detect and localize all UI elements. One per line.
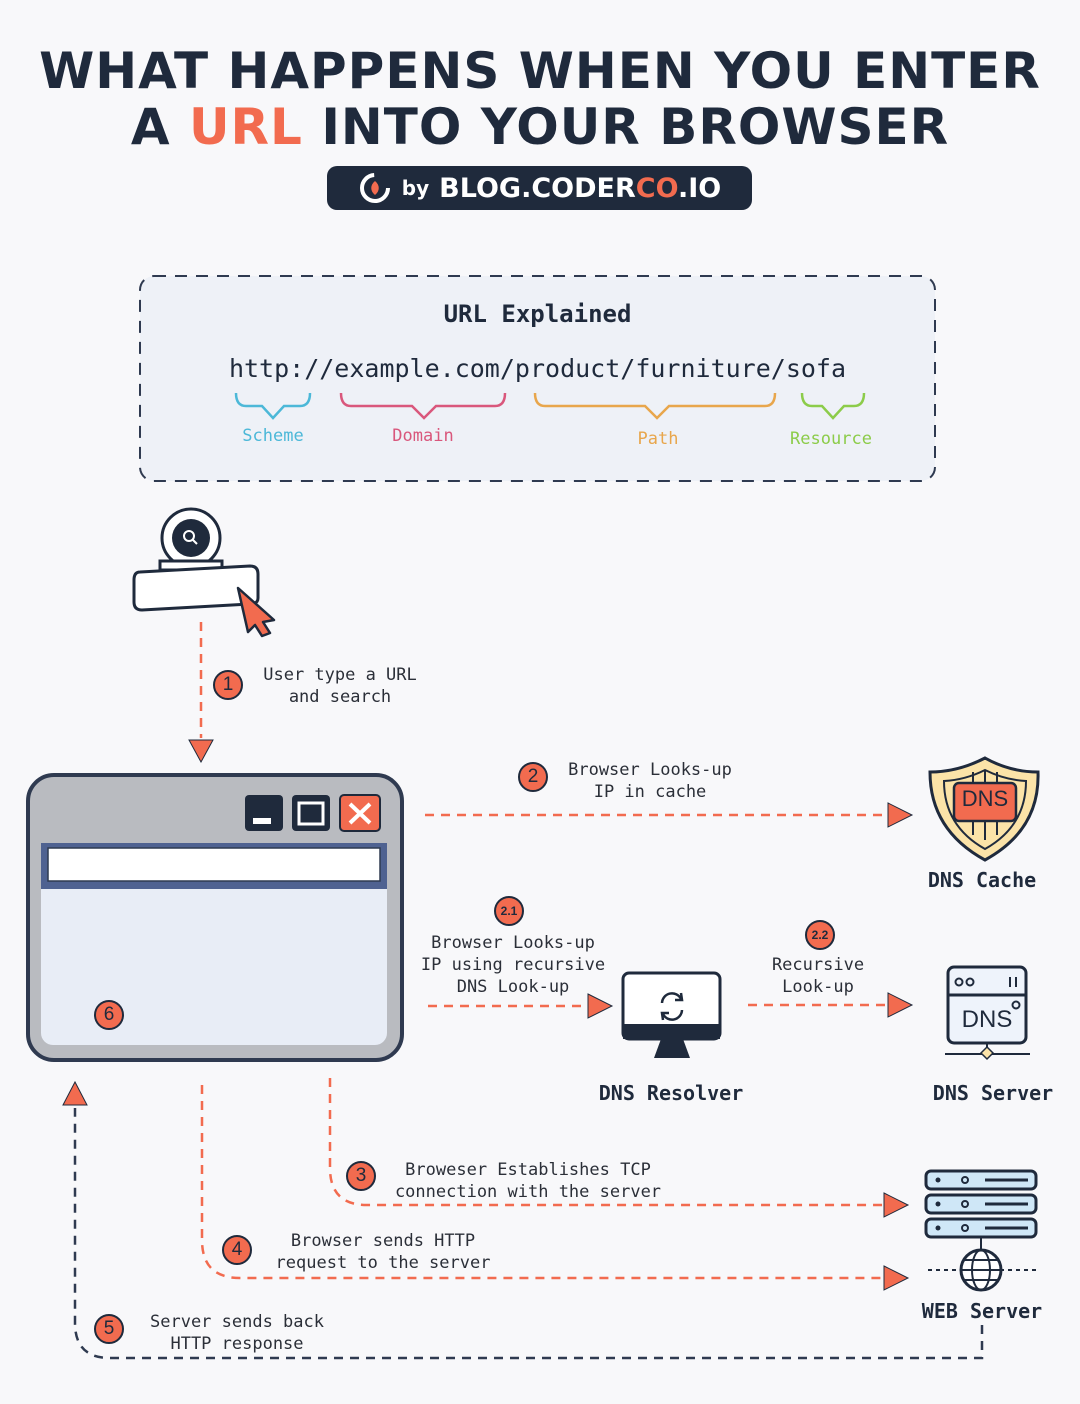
dns-cache-badge-text: DNS: [961, 786, 1009, 811]
resource-bracket: [800, 392, 866, 420]
step-2-label: Browser Looks-up IP in cache: [568, 760, 732, 802]
coderco-logo-icon: [359, 173, 390, 203]
search-bar-icon: [132, 507, 276, 638]
step-1-badge: 1: [213, 670, 243, 700]
dns-resolver-label: DNS Resolver: [598, 1081, 744, 1105]
step-5-badge: 5: [94, 1314, 124, 1344]
brand-badge: by BLOG.CODERCO.IO: [327, 166, 752, 210]
url-example: http://example.com/product/furniture/sof…: [228, 354, 847, 383]
step-2-2-label: Recursive Look-up: [771, 955, 865, 997]
resource-label: Resource: [790, 429, 872, 449]
step-2-badge: 2: [518, 762, 548, 792]
step-2-1-label: Browser Looks-up IP using recursive DNS …: [420, 933, 606, 997]
web-server-label: WEB Server: [921, 1299, 1043, 1323]
step-1-label: User type a URL and search: [263, 665, 417, 707]
path-bracket: [533, 392, 777, 420]
step-3-badge: 3: [346, 1161, 376, 1191]
brand-by: by: [401, 176, 430, 200]
title-line-1: WHAT HAPPENS WHEN YOU ENTER: [39, 42, 1041, 100]
domain-label: Domain: [392, 426, 454, 446]
web-server-icon: [924, 1169, 1038, 1292]
step-3-label: Broweser Establishes TCP connection with…: [394, 1160, 662, 1202]
scheme-bracket: [234, 392, 312, 420]
dns-server-icon: [945, 965, 1030, 1061]
dns-server-badge-text: DNS: [961, 1006, 1013, 1033]
step-2-1-badge: 2.1: [494, 896, 524, 926]
step-2-2-badge: 2.2: [805, 920, 835, 950]
browser-window-icon: [26, 773, 404, 1062]
dns-cache-label: DNS Cache: [927, 868, 1037, 892]
dns-resolver-monitor-icon: [621, 971, 722, 1058]
scheme-label: Scheme: [242, 426, 304, 446]
step-4-label: Browser sends HTTP request to the server: [275, 1231, 491, 1273]
domain-bracket: [339, 392, 507, 420]
dns-cache-shield-icon: [928, 756, 1040, 862]
path-label: Path: [637, 429, 679, 449]
title-accent-url: URL: [188, 98, 303, 156]
title-line-2: A URL INTO YOUR BROWSER: [130, 98, 950, 156]
url-box-title: URL Explained: [443, 300, 632, 328]
step-6-badge: 6: [94, 1000, 124, 1030]
dns-server-label: DNS Server: [932, 1081, 1054, 1105]
step-5-label: Server sends back HTTP response: [150, 1312, 324, 1354]
step-4-badge: 4: [222, 1235, 252, 1265]
url-explained-box: [139, 275, 936, 482]
brand-name: BLOG.CODERCO.IO: [439, 172, 722, 204]
